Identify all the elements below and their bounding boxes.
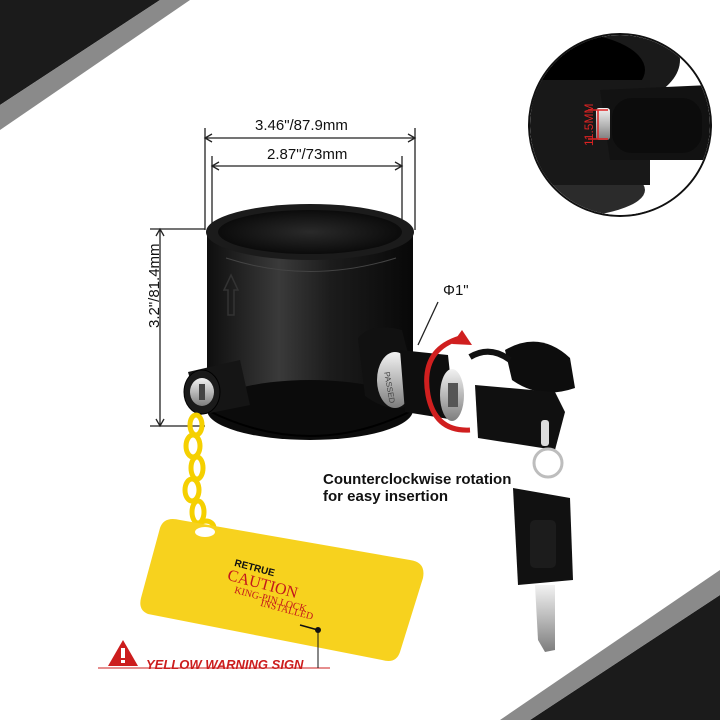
caution-tag — [140, 519, 424, 661]
pin-gap-label: 11.5MM — [582, 103, 596, 146]
yellow-chain — [182, 412, 217, 538]
dimension-lines — [150, 128, 439, 428]
rotation-note: Counterclockwise rotation for easy inser… — [323, 471, 512, 505]
zoom-inset — [528, 33, 712, 217]
left-lock-cylinder — [183, 360, 250, 415]
warning-sign-label: YELLOW WARNING SIGN — [146, 657, 304, 672]
corner-decoration-top-left-gray — [0, 0, 190, 130]
lock-diameter-label: Φ1" — [443, 282, 469, 299]
arrow-up-icon — [222, 273, 240, 316]
corner-decoration-bottom-right-gray — [500, 570, 720, 720]
key-icon — [475, 385, 573, 652]
rotation-arrow-icon — [424, 330, 472, 433]
height-label: 3.2"/81.4mm — [146, 243, 163, 328]
inner-diameter-label: 2.87"/73mm — [267, 146, 348, 163]
outer-diameter-label: 3.46"/87.9mm — [255, 117, 348, 134]
warning-label-bar — [98, 630, 330, 669]
king-pin-lock-body — [206, 204, 414, 440]
